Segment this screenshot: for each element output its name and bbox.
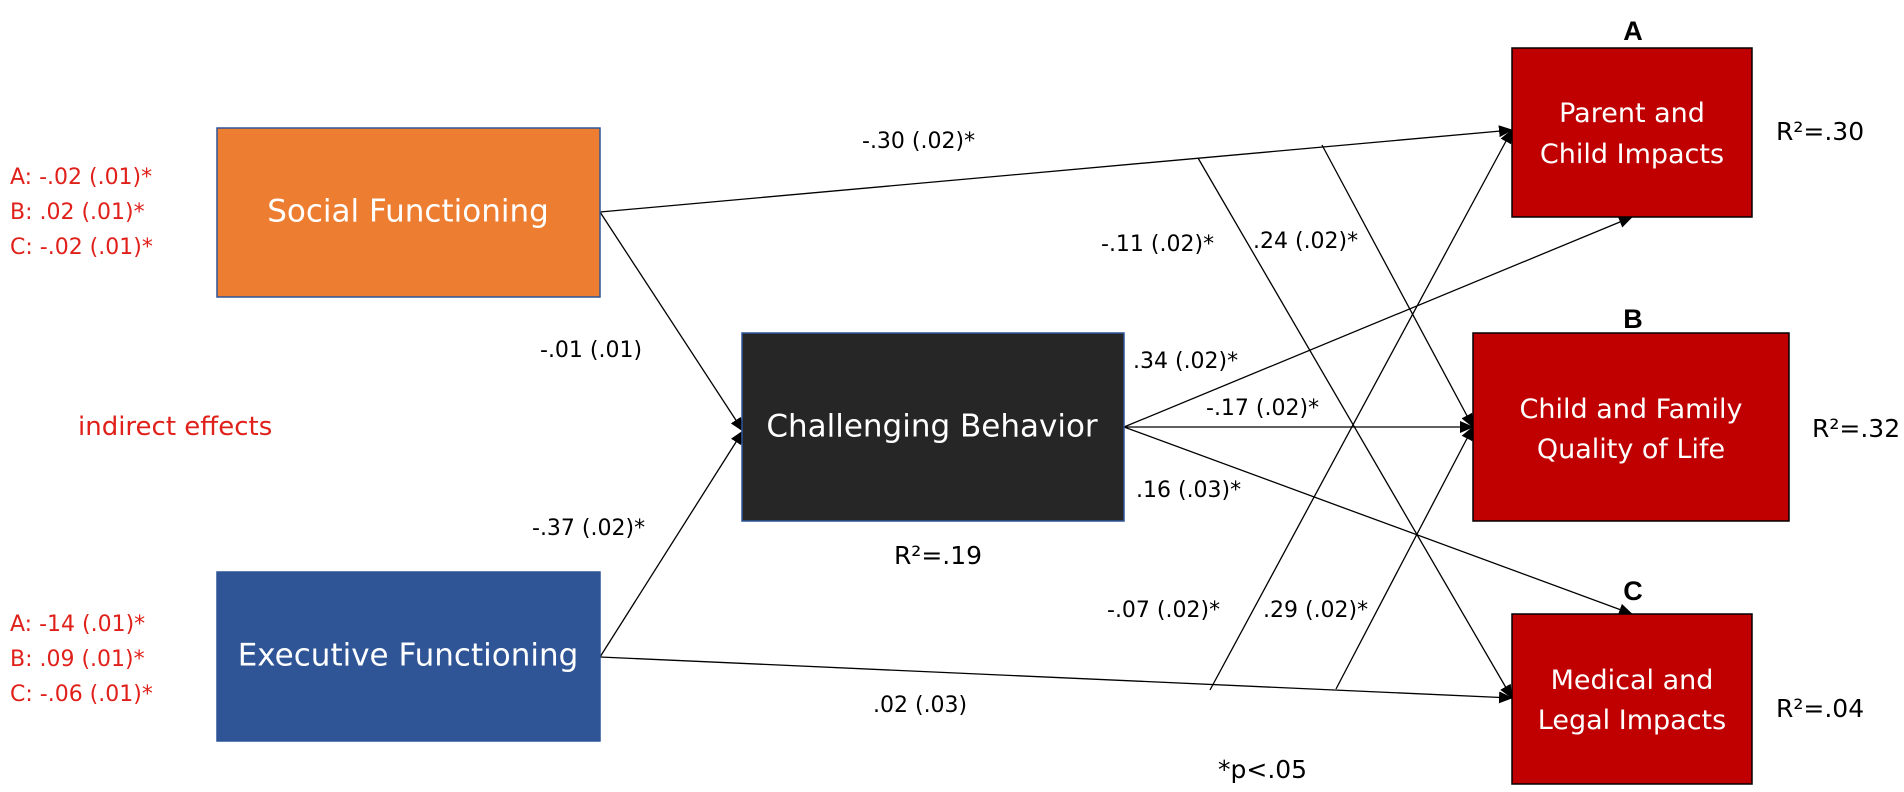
challenging-behavior-r2: R²=.19 bbox=[894, 541, 982, 570]
social-functioning-box bbox=[216, 127, 601, 298]
social-functioning-node: Social Functioning bbox=[216, 127, 601, 298]
coef-social-to-challenging: -.01 (.01) bbox=[540, 338, 642, 363]
edge-executive-to-parent-child bbox=[1209, 129, 1513, 691]
social-functioning-label: Social Functioning bbox=[267, 194, 549, 230]
medical-legal-impacts-line1: Medical and bbox=[1551, 665, 1714, 696]
outcome-c-node: C Medical and Legal Impacts R²=.04 bbox=[1511, 576, 1864, 785]
executive-functioning-label: Executive Functioning bbox=[238, 638, 579, 674]
outcome-a-letter: A bbox=[1623, 16, 1643, 46]
edge-executive-to-quality-of-life bbox=[1335, 426, 1474, 690]
quality-of-life-line2: Quality of Life bbox=[1537, 434, 1725, 465]
coef-social-to-parent-child: -.30 (.02)* bbox=[862, 129, 975, 154]
coef-challenging-to-quality-of-life: -.17 (.02)* bbox=[1206, 396, 1319, 421]
parent-child-impacts-box bbox=[1511, 47, 1753, 218]
edge-challenging-to-parent-child bbox=[1123, 216, 1633, 428]
edge-social-to-medical-legal bbox=[1197, 157, 1513, 699]
coef-social-to-medical-legal: -.11 (.02)* bbox=[1101, 232, 1214, 257]
challenging-behavior-node: Challenging Behavior R²=.19 bbox=[741, 332, 1125, 570]
coef-challenging-to-medical-legal: .16 (.03)* bbox=[1136, 478, 1241, 503]
medical-legal-impacts-box bbox=[1511, 613, 1753, 785]
outcome-a-node: A Parent and Child Impacts R²=.30 bbox=[1511, 16, 1864, 218]
challenging-behavior-label: Challenging Behavior bbox=[766, 409, 1098, 445]
edge-challenging-to-medical-legal bbox=[1123, 426, 1633, 616]
coef-executive-to-medical-legal: .02 (.03) bbox=[873, 693, 967, 718]
coef-executive-to-quality-of-life: .29 (.02)* bbox=[1263, 598, 1368, 623]
edge-executive-to-challenging bbox=[599, 430, 744, 658]
indirect-effects: indirect effects A: -.02 (.01)* B: .02 (… bbox=[10, 165, 272, 707]
quality-of-life-line1: Child and Family bbox=[1520, 394, 1743, 425]
parent-child-impacts-line1: Parent and bbox=[1559, 98, 1705, 129]
parent-child-impacts-r2: R²=.30 bbox=[1776, 117, 1864, 146]
coef-executive-to-parent-child: -.07 (.02)* bbox=[1107, 598, 1220, 623]
indirect-executive-c: C: -.06 (.01)* bbox=[10, 682, 153, 707]
executive-functioning-node: Executive Functioning bbox=[216, 571, 601, 742]
outcome-b-letter: B bbox=[1623, 304, 1643, 334]
indirect-executive-a: A: -14 (.01)* bbox=[10, 612, 145, 637]
indirect-effects-label: indirect effects bbox=[78, 412, 272, 442]
edges bbox=[599, 125, 1633, 704]
parent-child-impacts-line2: Child Impacts bbox=[1540, 139, 1724, 170]
indirect-social-b: B: .02 (.01)* bbox=[10, 200, 145, 225]
medical-legal-impacts-r2: R²=.04 bbox=[1776, 694, 1864, 723]
quality-of-life-box bbox=[1472, 332, 1790, 522]
edge-executive-to-medical-legal bbox=[599, 656, 1513, 704]
outcome-b-node: B Child and Family Quality of Life R²=.3… bbox=[1472, 304, 1900, 522]
coef-social-to-quality-of-life: .24 (.02)* bbox=[1253, 229, 1358, 254]
outcome-c-letter: C bbox=[1623, 576, 1643, 606]
edge-social-to-parent-child bbox=[599, 125, 1513, 213]
executive-functioning-box bbox=[216, 571, 601, 742]
indirect-social-a: A: -.02 (.01)* bbox=[10, 165, 152, 190]
edge-social-to-quality-of-life bbox=[1321, 144, 1474, 428]
edge-social-to-challenging bbox=[599, 211, 744, 432]
quality-of-life-r2: R²=.32 bbox=[1812, 414, 1900, 443]
indirect-social-c: C: -.02 (.01)* bbox=[10, 235, 153, 260]
indirect-executive-b: B: .09 (.01)* bbox=[10, 647, 145, 672]
challenging-behavior-box bbox=[741, 332, 1125, 522]
medical-legal-impacts-line2: Legal Impacts bbox=[1538, 705, 1726, 736]
coef-challenging-to-parent-child: .34 (.02)* bbox=[1133, 349, 1238, 374]
path-coefficients: -.30 (.02)* -.01 (.01) -.37 (.02)* .02 (… bbox=[532, 129, 1368, 718]
coef-executive-to-challenging: -.37 (.02)* bbox=[532, 516, 645, 541]
significance-footnote: *p<.05 bbox=[1218, 755, 1307, 784]
